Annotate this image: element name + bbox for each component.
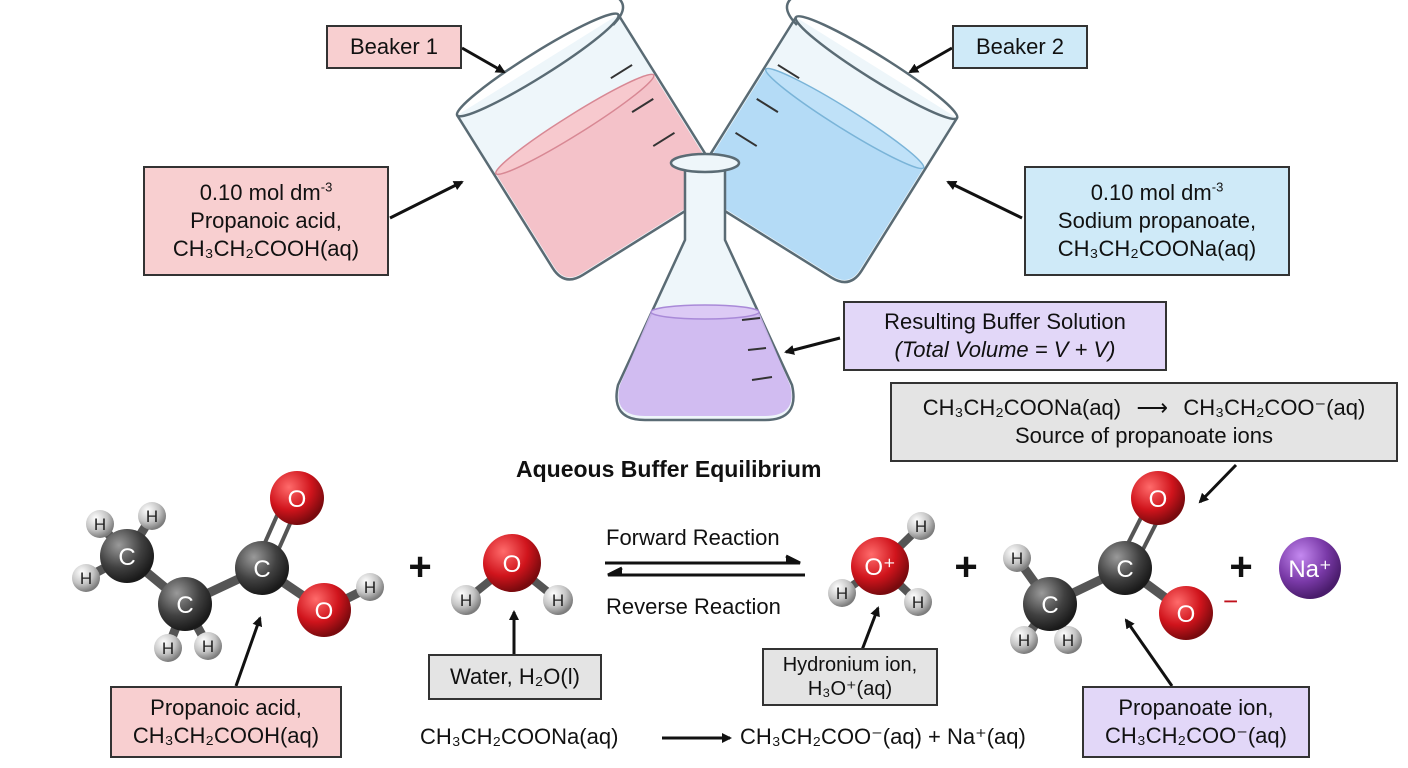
atom-o: O bbox=[503, 551, 522, 578]
propanoate-formula: CH₃CH₂COO⁻(aq) bbox=[1105, 723, 1287, 748]
diagram-title: Aqueous Buffer Equilibrium bbox=[516, 456, 822, 482]
source-equation: CH₃CH₂COONa(aq) ⟶ CH₃CH₂COO⁻(aq) bbox=[922, 395, 1366, 420]
arrow-beaker2 bbox=[908, 46, 953, 74]
salt-formula: CH₃CH₂COONa(aq) bbox=[1057, 236, 1257, 261]
arrow-salt bbox=[946, 180, 1023, 220]
bottom-equation-lhs: CH₃CH₂COONa(aq) bbox=[420, 724, 619, 749]
salt-solution-label: 0.10 mol dm-3 Sodium propanoate, CH₃CH₂C… bbox=[1024, 166, 1290, 276]
atom-na: Na⁺ bbox=[1288, 556, 1331, 583]
propanoate-label: Propanoate ion, CH₃CH₂COO⁻(aq) bbox=[1082, 686, 1310, 758]
atom-h: H bbox=[94, 515, 106, 534]
sodium-ion bbox=[1279, 537, 1341, 599]
atom-o: O bbox=[1177, 601, 1196, 628]
beaker-2-text: Beaker 2 bbox=[975, 34, 1065, 59]
atom-h: H bbox=[162, 639, 174, 658]
propanoic-acid-molecule bbox=[72, 471, 384, 662]
propanoic-acid-formula: CH₃CH₂COOH(aq) bbox=[132, 723, 320, 748]
hydronium-molecule bbox=[828, 512, 935, 616]
propanoic-acid-label: Propanoic acid, CH₃CH₂COOH(aq) bbox=[110, 686, 342, 758]
atom-h: H bbox=[1011, 549, 1023, 568]
hydronium-label: Hydronium ion, H₃O⁺(aq) bbox=[762, 648, 938, 706]
negative-charge: − bbox=[1223, 586, 1238, 616]
propanoic-acid-name: Propanoic acid, bbox=[150, 695, 302, 720]
hydronium-name: Hydronium ion, bbox=[782, 654, 918, 676]
acid-formula: CH₃CH₂COOH(aq) bbox=[172, 236, 360, 261]
atom-h: H bbox=[1018, 631, 1030, 650]
arrow-source bbox=[1198, 463, 1238, 504]
arrow-hydronium bbox=[860, 606, 880, 651]
beaker-2-label: Beaker 2 bbox=[952, 25, 1088, 69]
beaker-1-text: Beaker 1 bbox=[349, 34, 439, 59]
reverse-reaction-label: Reverse Reaction bbox=[606, 594, 781, 619]
atom-o: O bbox=[1149, 486, 1168, 513]
equilibrium-arrows bbox=[605, 554, 805, 577]
buffer-title: Resulting Buffer Solution bbox=[884, 309, 1126, 334]
atom-c: C bbox=[118, 544, 135, 571]
salt-concentration: 0.10 mol dm-3 bbox=[1090, 179, 1224, 205]
atom-h: H bbox=[836, 584, 848, 603]
atom-h: H bbox=[460, 591, 472, 610]
water-label: Water, H₂O(l) bbox=[428, 654, 602, 700]
atom-o-plus: O⁺ bbox=[864, 554, 895, 581]
acid-name: Propanoic acid, bbox=[190, 208, 342, 233]
atom-h: H bbox=[1062, 631, 1074, 650]
water-text: Water, H₂O(l) bbox=[450, 664, 580, 689]
arrow-acid-molecule bbox=[234, 616, 263, 687]
hydronium-formula: H₃O⁺(aq) bbox=[807, 678, 893, 700]
plus-sign: + bbox=[408, 545, 431, 589]
propanoate-name: Propanoate ion, bbox=[1118, 695, 1274, 720]
atom-h: H bbox=[912, 593, 924, 612]
forward-reaction-label: Forward Reaction bbox=[606, 525, 780, 550]
atom-c: C bbox=[253, 556, 270, 583]
plus-sign: + bbox=[954, 545, 977, 589]
arrow-propanoate bbox=[1124, 618, 1174, 687]
beaker-1-label: Beaker 1 bbox=[326, 25, 462, 69]
top-arrows bbox=[389, 46, 1238, 504]
arrow-buffer bbox=[784, 336, 841, 355]
acid-concentration: 0.10 mol dm-3 bbox=[199, 179, 333, 205]
atom-h: H bbox=[552, 591, 564, 610]
atom-h: H bbox=[202, 637, 214, 656]
source-arrow-icon: ⟶ bbox=[1136, 395, 1169, 420]
atom-c: C bbox=[1041, 592, 1058, 619]
bottom-arrows bbox=[234, 606, 1174, 743]
source-caption: Source of propanoate ions bbox=[1014, 423, 1274, 448]
beaker-1-glassware bbox=[455, 0, 720, 281]
acid-solution-label: 0.10 mol dm-3 Propanoic acid, CH₃CH₂COOH… bbox=[143, 166, 389, 276]
atom-h: H bbox=[146, 507, 158, 526]
arrow-beaker1 bbox=[461, 46, 506, 74]
propanoate-molecule bbox=[1003, 471, 1213, 654]
salt-name: Sodium propanoate, bbox=[1057, 208, 1257, 233]
buffer-solution-label: Resulting Buffer Solution (Total Volume … bbox=[843, 301, 1167, 371]
atom-h: H bbox=[80, 569, 92, 588]
source-of-ions-box: CH₃CH₂COONa(aq) ⟶ CH₃CH₂COO⁻(aq) Source … bbox=[890, 382, 1398, 462]
water-molecule bbox=[451, 534, 573, 615]
atom-c: C bbox=[1116, 556, 1133, 583]
atom-o: O bbox=[288, 486, 307, 513]
flask-glassware bbox=[615, 152, 795, 422]
atom-o: O bbox=[315, 598, 334, 625]
buffer-volume: (Total Volume = V + V) bbox=[894, 337, 1116, 362]
bottom-equation-rhs: CH₃CH₂COO⁻(aq) + Na⁺(aq) bbox=[740, 724, 1026, 749]
plus-sign: + bbox=[1229, 545, 1252, 589]
atom-h: H bbox=[364, 578, 376, 597]
atom-c: C bbox=[176, 592, 193, 619]
atom-h: H bbox=[915, 517, 927, 536]
arrow-acid bbox=[389, 180, 464, 220]
beaker-2-glassware bbox=[694, 0, 959, 284]
